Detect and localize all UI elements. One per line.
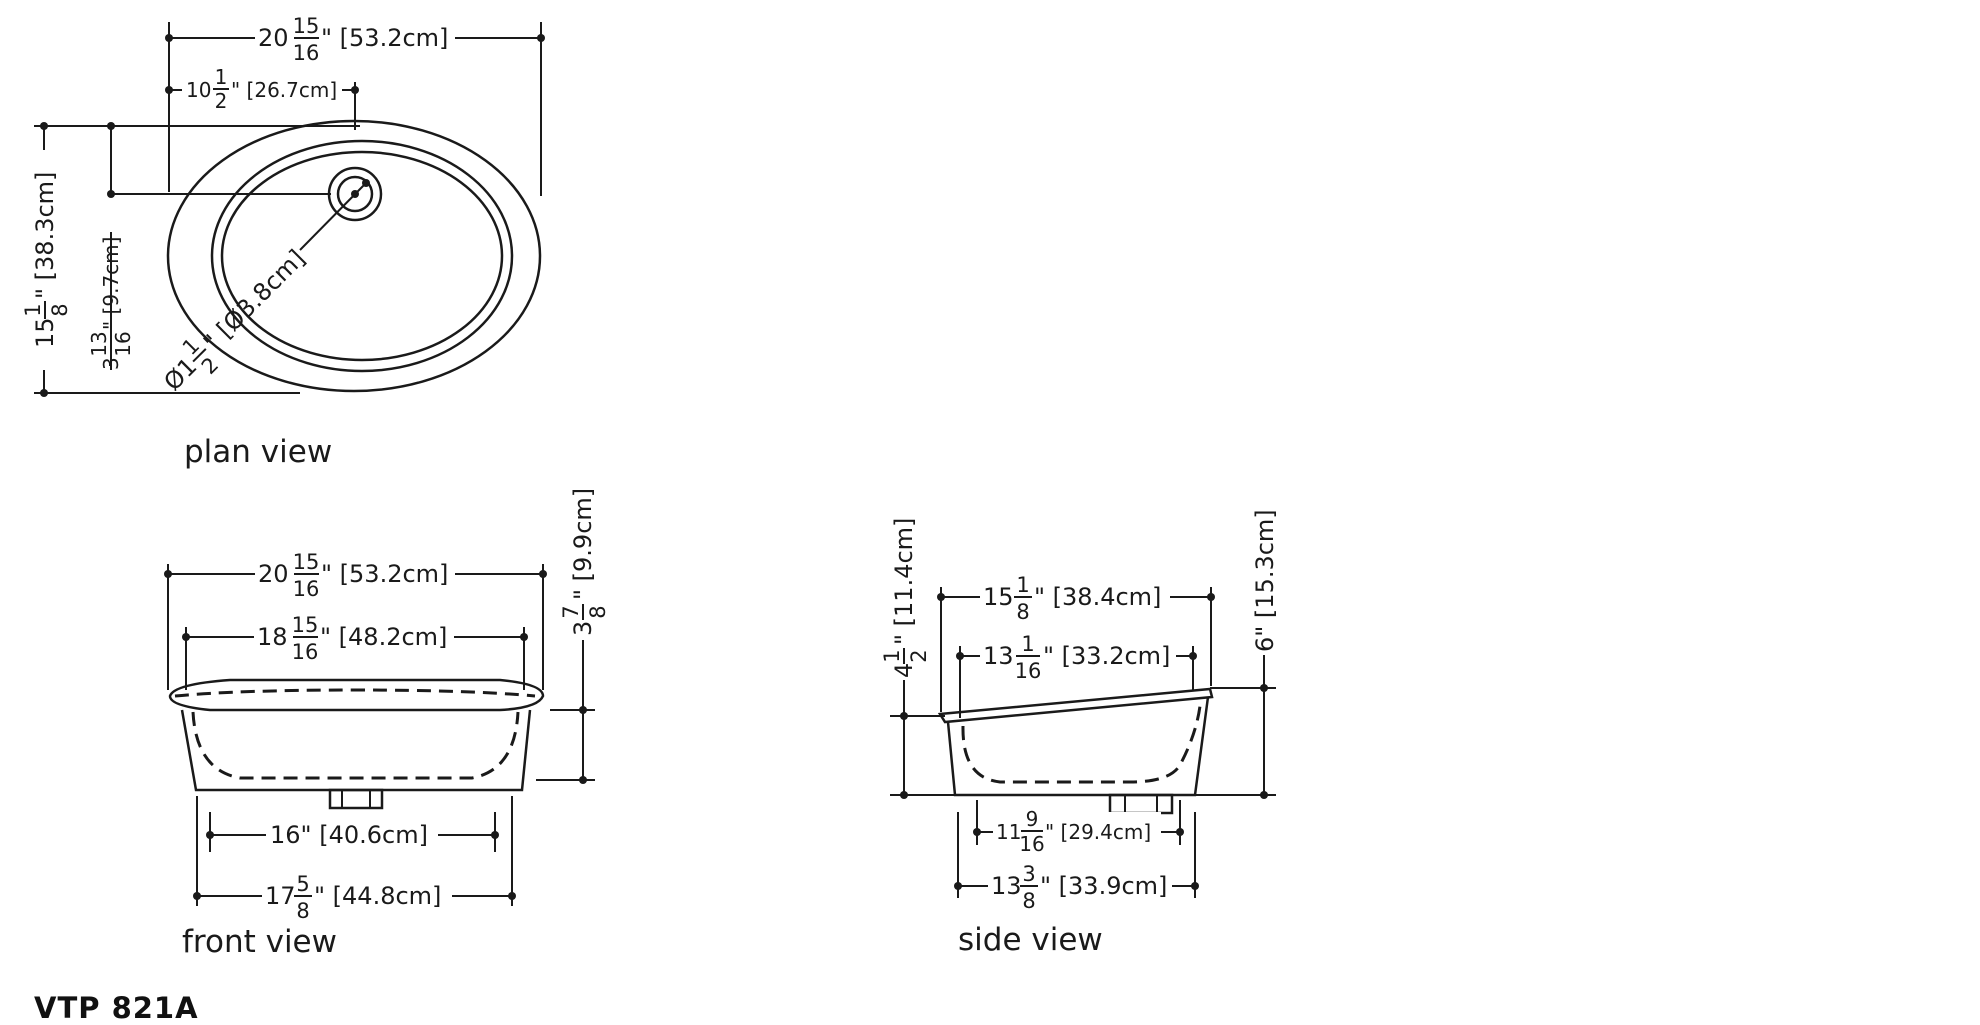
front-inner-width-dimension: 18 15 16 " [48.2cm] (257, 613, 447, 664)
svg-text:1: 1 (1016, 573, 1029, 597)
side-drain-stub (1108, 793, 1174, 815)
svg-text:13: 13 (983, 642, 1014, 670)
plan-inner-bowl-outer (210, 139, 514, 373)
side-view: 15 1 8 " [38.4cm] 13 1 16 " [33.2cm] 11 … (880, 509, 1279, 958)
plan-drain-inner (336, 175, 374, 213)
svg-text:11: 11 (996, 820, 1021, 844)
svg-text:" [48.2cm]: " [48.2cm] (320, 623, 447, 651)
svg-text:20: 20 (258, 24, 289, 52)
front-foot-width-dimension: 17 5 8 " [44.8cm] (265, 872, 441, 923)
plan-width-dimension: 20 15 16 " [53.2cm] (258, 14, 448, 65)
svg-text:" [38.3cm]: " [38.3cm] (31, 172, 59, 299)
side-overall-depth-dimension: 15 1 8 " [38.4cm] (983, 573, 1161, 624)
svg-text:8: 8 (1016, 600, 1029, 624)
svg-text:8: 8 (296, 899, 309, 923)
svg-text:" [33.9cm]: " [33.9cm] (1040, 872, 1167, 900)
side-rim (937, 687, 1214, 724)
svg-text:" [Ø3.8cm]: " [Ø3.8cm] (198, 244, 310, 356)
plan-drain-offset-x-dimension: 10 1 2 " [26.7cm] (186, 65, 337, 113)
svg-text:15: 15 (292, 613, 319, 637)
svg-text:" [11.4cm]: " [11.4cm] (890, 518, 918, 645)
svg-text:" [26.7cm]: " [26.7cm] (231, 78, 337, 102)
svg-text:3: 3 (569, 621, 597, 636)
svg-text:1: 1 (21, 303, 45, 316)
front-rim (168, 678, 545, 712)
side-high-height-dimension: 6" [15.3cm] (1251, 509, 1279, 652)
front-drain-stub (328, 788, 384, 810)
plan-drain-diameter-dimension: Ø1 1 2 " [Ø3.8cm] (158, 244, 310, 396)
svg-text:9: 9 (1026, 807, 1039, 831)
front-view: 20 15 16 " [53.2cm] 18 15 16 " [48.2cm] … (164, 488, 610, 960)
svg-text:15: 15 (293, 14, 320, 38)
svg-text:1: 1 (1021, 632, 1034, 656)
svg-text:8: 8 (586, 605, 610, 618)
svg-text:" [9.9cm]: " [9.9cm] (569, 488, 597, 600)
svg-text:" [53.2cm]: " [53.2cm] (321, 24, 448, 52)
svg-text:20: 20 (258, 560, 289, 588)
svg-text:7: 7 (559, 605, 583, 618)
model-number: VTP 821A (34, 991, 199, 1025)
svg-text:18: 18 (257, 623, 288, 651)
side-bowl-outline (946, 696, 1210, 797)
svg-text:16: 16 (1019, 832, 1044, 856)
svg-text:16: 16 (111, 331, 135, 356)
plan-depth-dimension: 15 1 8 " [38.3cm] (21, 172, 72, 348)
svg-text:8: 8 (48, 303, 72, 316)
front-inner-bowl-hidden (191, 711, 520, 780)
plan-drain-offset-y-dimension: 3 13 16 " [9.7cm] (87, 237, 135, 370)
side-foot-depth-dimension: 13 3 8 " [33.9cm] (991, 862, 1167, 913)
plan-view: 20 15 16 " [53.2cm] 10 1 2 " [26.7cm] 15… (21, 14, 545, 470)
svg-text:1: 1 (215, 65, 228, 89)
side-view-label: side view (958, 922, 1103, 958)
svg-text:" [44.8cm]: " [44.8cm] (314, 882, 441, 910)
side-base-depth-dimension: 11 9 16 " [29.4cm] (996, 807, 1151, 856)
plan-inner-bowl-inner (220, 150, 504, 362)
svg-text:4: 4 (890, 663, 918, 678)
side-low-height-dimension: 4 1 2 " [11.4cm] (880, 518, 931, 678)
svg-text:10: 10 (186, 78, 211, 102)
svg-text:13: 13 (87, 331, 111, 356)
side-inner-depth-dimension: 13 1 16 " [33.2cm] (983, 632, 1170, 683)
front-base-width-dimension: 16" [40.6cm] (270, 821, 428, 849)
svg-text:15: 15 (983, 583, 1014, 611)
front-height-dimension: 3 7 8 " [9.9cm] (559, 488, 610, 636)
front-inner-rim-hidden (174, 688, 536, 698)
svg-text:8: 8 (1022, 889, 1035, 913)
svg-text:" [29.4cm]: " [29.4cm] (1045, 820, 1151, 844)
svg-text:2: 2 (215, 89, 228, 113)
front-view-label: front view (182, 924, 337, 960)
front-overall-width-dimension: 20 15 16 " [53.2cm] (258, 550, 448, 601)
svg-text:2: 2 (907, 649, 931, 662)
svg-text:" [53.2cm]: " [53.2cm] (321, 560, 448, 588)
svg-text:16: 16 (293, 41, 320, 65)
svg-text:17: 17 (265, 882, 296, 910)
svg-text:" [33.2cm]: " [33.2cm] (1043, 642, 1170, 670)
svg-text:1: 1 (880, 649, 904, 662)
svg-text:15: 15 (293, 550, 320, 574)
svg-text:3: 3 (99, 357, 123, 370)
svg-text:3: 3 (1022, 862, 1035, 886)
svg-text:2: 2 (197, 353, 223, 379)
svg-text:16: 16 (293, 577, 320, 601)
svg-text:" [38.4cm]: " [38.4cm] (1034, 583, 1161, 611)
svg-text:16: 16 (1015, 659, 1042, 683)
svg-text:13: 13 (991, 872, 1022, 900)
plan-view-label: plan view (184, 434, 332, 470)
svg-text:16: 16 (292, 640, 319, 664)
side-inner-bowl-hidden (961, 705, 1202, 784)
svg-text:5: 5 (296, 872, 309, 896)
svg-text:15: 15 (31, 317, 59, 348)
svg-text:" [9.7cm]: " [9.7cm] (99, 237, 123, 330)
